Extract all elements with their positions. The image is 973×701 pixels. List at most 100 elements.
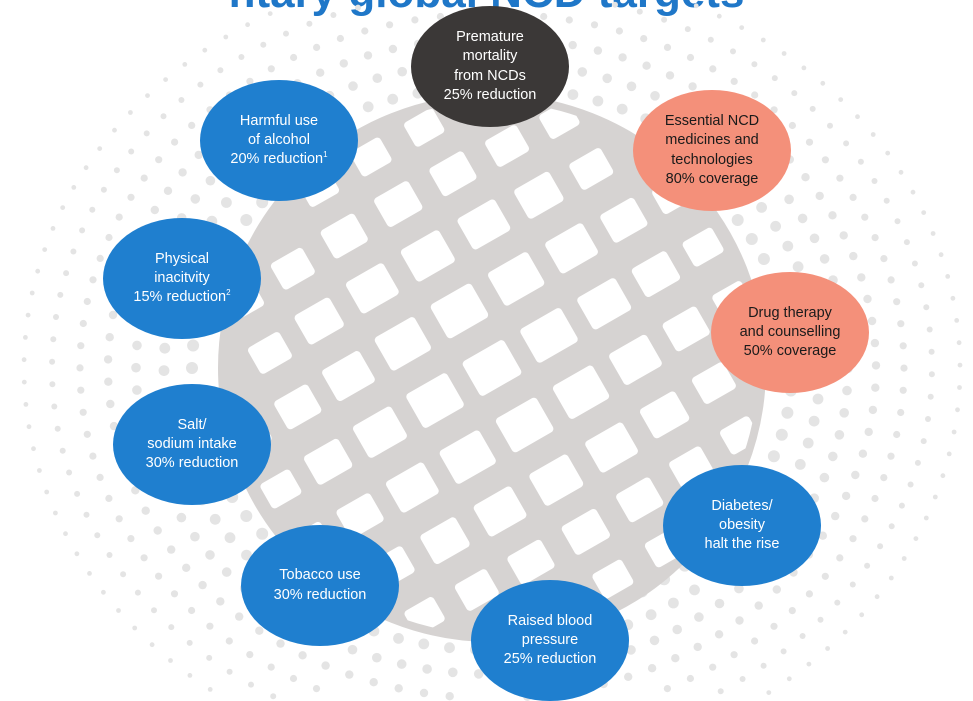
halo-dot (190, 531, 200, 542)
halo-dot (127, 110, 133, 115)
halo-dot (893, 430, 901, 439)
halo-dot (372, 73, 383, 83)
halo-dot (772, 585, 781, 594)
halo-dot (760, 37, 766, 43)
halo-dot (818, 531, 827, 540)
halo-dot (751, 91, 759, 99)
halo-dot (100, 186, 107, 193)
globe-cell (495, 397, 554, 453)
halo-dot (593, 46, 603, 55)
halo-dot (730, 651, 738, 659)
globe-cell (270, 247, 315, 290)
halo-dot (283, 30, 289, 37)
halo-dot (267, 65, 275, 73)
halo-dot (834, 599, 841, 606)
halo-dot (665, 71, 675, 80)
halo-dot (870, 338, 880, 348)
halo-dot (781, 51, 787, 56)
halo-dot (306, 20, 313, 27)
halo-dot (819, 472, 830, 483)
halo-dot (21, 357, 27, 363)
halo-dot (645, 609, 657, 621)
halo-dot (928, 348, 935, 355)
halo-dot (105, 333, 114, 342)
halo-dot (89, 276, 97, 284)
halo-dot (50, 226, 56, 231)
halo-dot (626, 645, 636, 655)
halo-dot (143, 130, 150, 137)
halo-dot (197, 81, 204, 88)
halo-dot (37, 468, 42, 473)
halo-dot (103, 355, 113, 364)
halo-dot (223, 34, 229, 40)
halo-dot (956, 340, 962, 346)
globe-cell (374, 181, 423, 227)
globe-cell (386, 462, 439, 513)
target-line: Essential NCD (664, 113, 760, 130)
halo-dot (540, 12, 548, 21)
halo-dot (361, 27, 369, 35)
halo-dot (49, 358, 56, 365)
globe-cell (640, 391, 690, 439)
halo-dot (955, 407, 960, 413)
halo-dot (782, 240, 794, 252)
halo-dot (289, 674, 298, 683)
target-premature-mortality: Premature mortality from NCDs 25% reduct… (411, 6, 569, 127)
halo-dot (730, 77, 738, 85)
target-line: Raised blood (507, 612, 593, 629)
target-line: obesity (719, 516, 765, 533)
halo-dot (267, 663, 275, 671)
halo-dot (838, 97, 844, 102)
target-line: of alcohol (247, 131, 311, 148)
halo-dot (897, 408, 905, 417)
halo-dot (188, 606, 196, 615)
target-line: inacitvity (154, 269, 210, 286)
halo-dot (951, 429, 957, 435)
halo-dot (809, 105, 816, 112)
globe-cell (336, 493, 384, 538)
halo-dot (717, 688, 724, 695)
halo-dot (834, 430, 845, 440)
target-line: and counselling (739, 323, 841, 340)
halo-dot (79, 319, 87, 328)
halo-dot (198, 580, 207, 590)
halo-dot (836, 174, 844, 182)
halo-dot (387, 93, 399, 105)
halo-dot (899, 342, 907, 350)
halo-dot (140, 554, 148, 562)
globe-cell (248, 332, 292, 374)
halo-dot (186, 362, 198, 374)
globe-cell (439, 430, 496, 484)
halo-dot (221, 567, 232, 577)
halo-dot (313, 43, 321, 52)
globe-cell (507, 539, 555, 585)
halo-dot (855, 114, 860, 120)
halo-dot (775, 428, 788, 441)
halo-dot (163, 77, 169, 82)
halo-dot (51, 403, 58, 410)
halo-dot (780, 648, 787, 655)
halo-dot (153, 526, 162, 535)
halo-dot (911, 260, 918, 267)
halo-dot (159, 342, 171, 354)
halo-dot (112, 127, 117, 133)
target-line: medicines and (665, 132, 759, 149)
halo-dot (858, 449, 868, 458)
halo-dot (843, 140, 850, 147)
halo-dot (59, 447, 66, 454)
halo-dot (345, 670, 354, 679)
globe-cell (662, 306, 710, 352)
halo-dot (388, 44, 398, 54)
halo-dot (53, 314, 59, 320)
target-physical-inactivity: Physical inacitvity 15% reduction2 (103, 218, 261, 339)
halo-dot (684, 26, 691, 33)
halo-dot (689, 584, 700, 596)
globe-cell (420, 517, 470, 565)
halo-dot (202, 47, 208, 53)
halo-dot (805, 590, 814, 598)
halo-dot (397, 66, 408, 77)
halo-dot (592, 95, 604, 107)
halo-dot (828, 451, 838, 462)
halo-dot (149, 642, 155, 648)
